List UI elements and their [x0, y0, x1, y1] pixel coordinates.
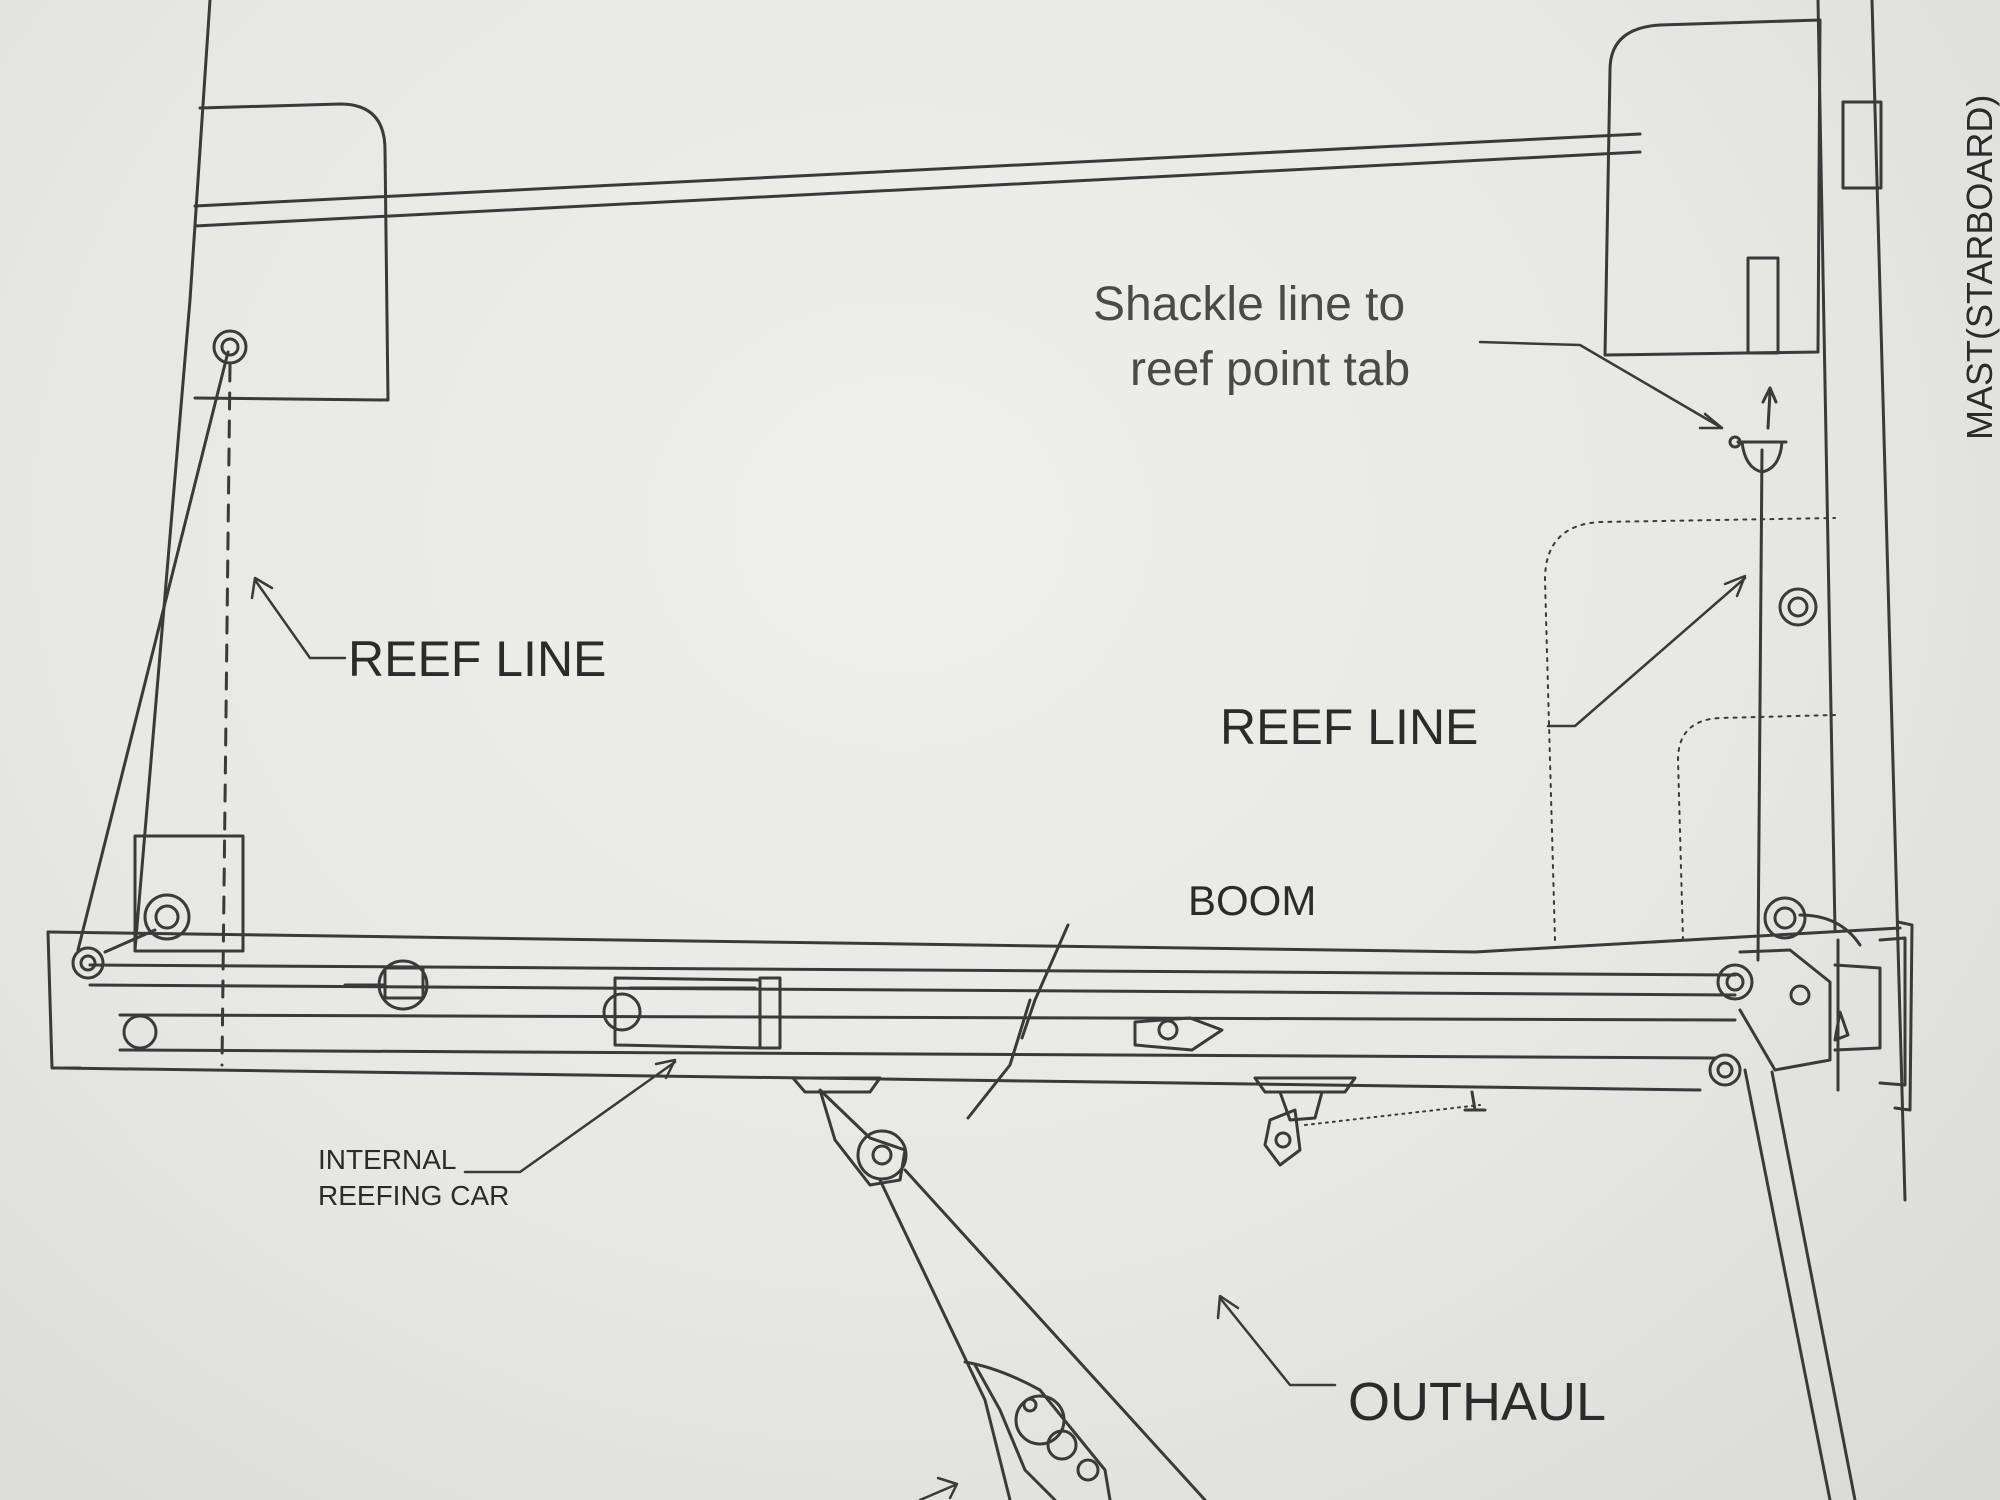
boom-channel-4	[118, 1048, 1717, 1060]
boom-sheave-end-lower	[122, 1014, 158, 1050]
vang-strut-right	[903, 1168, 1207, 1500]
boom-break-mark-2	[966, 998, 1032, 1120]
mainsheet-shackle	[1278, 1090, 1324, 1122]
reefing-car-label-line2: REEFING CAR	[318, 1180, 509, 1211]
outhaul-label: OUTHAUL	[1348, 1372, 1606, 1432]
reef-line-left-label: REEF LINE	[348, 631, 606, 687]
vang-strut-left	[878, 1178, 1012, 1500]
boom-eye-fitting	[1463, 1090, 1487, 1112]
reefing-car-leader	[463, 1060, 677, 1174]
shackle-note-line1: Shackle line to	[1093, 278, 1405, 331]
reef-cringle-left	[212, 329, 248, 365]
vang-upper-link	[818, 1088, 907, 1187]
clew-cringle-left	[143, 893, 191, 941]
mast-track	[1893, 920, 1914, 1112]
mainsheet-block	[1263, 1108, 1302, 1167]
shackle-note-leader	[1478, 340, 1724, 430]
shackle	[1736, 440, 1788, 474]
reef-line-left-outer	[76, 350, 230, 952]
clew-strap-left	[133, 834, 245, 953]
boom-label: BOOM	[1188, 877, 1316, 924]
mainsheet-bail	[1253, 1076, 1357, 1094]
gooseneck	[1738, 948, 1832, 1072]
outhaul-line-1	[1743, 1068, 1832, 1500]
reef-line-right-label: REEF LINE	[1220, 699, 1478, 755]
boom-sheave-mast-lower	[1708, 1053, 1742, 1087]
sail-seam-lower	[193, 150, 1642, 228]
mast-edge-outer	[1870, 0, 1907, 1202]
clew-cringle-right	[1763, 896, 1807, 940]
sail-panel-dotted-inner	[1677, 714, 1836, 941]
sail-seam-upper	[193, 132, 1642, 208]
outhaul-line-2	[1770, 1070, 1857, 1500]
reef-line-right-leader	[1546, 576, 1747, 728]
mast-starboard-label: MAST(STARBOARD)	[1959, 95, 2000, 440]
boom-break-mark-1	[1020, 923, 1070, 1040]
sail-clew-patch	[193, 102, 390, 402]
reefing-car-label-line1: INTERNAL	[318, 1144, 456, 1175]
boom-sheave-mast-upper	[1716, 963, 1754, 1001]
sail-panel-dotted	[1544, 517, 1836, 941]
bottom-arrow-leader	[918, 1476, 959, 1500]
mast-edge-inner	[1816, 0, 1837, 932]
reef-line-left-leader	[253, 578, 347, 660]
reef-cringle-right	[1778, 587, 1818, 627]
reef-block-mid	[1133, 1016, 1224, 1052]
shackle-note-line2: reef point tab	[1130, 343, 1410, 396]
boom-end-cap	[46, 930, 82, 1070]
boom-top-edge	[46, 926, 1902, 954]
reef-line-right	[1756, 448, 1764, 962]
boom-sheave-end-upper	[71, 946, 105, 980]
boom-channel-3	[118, 1013, 1737, 1022]
outhaul-leader	[1218, 1296, 1337, 1387]
vang-bracket	[791, 1076, 882, 1094]
reef-point-tab	[1746, 256, 1780, 355]
mast-fitting	[1841, 100, 1883, 190]
boom-channel-2	[88, 983, 1737, 997]
mainsheet-dotted	[1304, 1104, 1481, 1126]
boom-channel-1	[88, 963, 1737, 977]
shackle-up-arrow	[1761, 386, 1778, 430]
vang-block	[856, 1129, 908, 1181]
sail-luff-line	[133, 0, 212, 952]
sail-tack-patch	[1603, 18, 1822, 357]
reef-line-left-dashed	[220, 363, 232, 1067]
